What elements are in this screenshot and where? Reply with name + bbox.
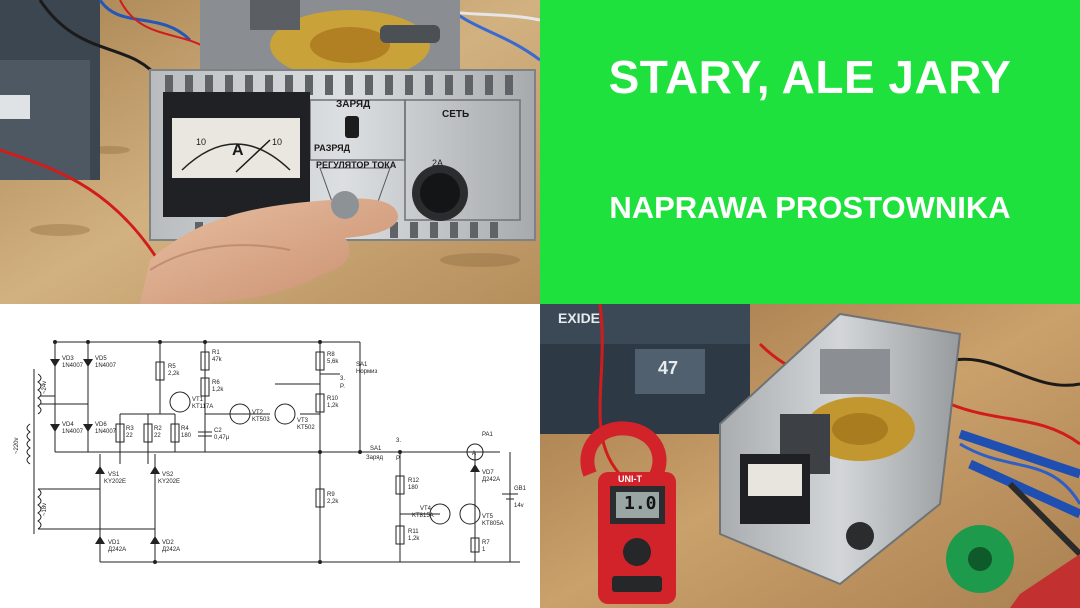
label-vd2: VD2 bbox=[162, 540, 174, 546]
label-r11: R11 bbox=[408, 529, 419, 535]
label-vs1-value: KY202E bbox=[104, 479, 126, 485]
fuse-label: 2A bbox=[432, 158, 444, 168]
title-card: STARY, ALE JARY NAPRAWA PROSTOWNIKA bbox=[540, 0, 1080, 304]
label-r10-value: 1,2k bbox=[327, 403, 339, 409]
meter-tick-right: 10 bbox=[272, 137, 283, 147]
label-sa1b-value: Заряд bbox=[366, 455, 383, 461]
label-sa1b: SA1 bbox=[370, 446, 382, 452]
label-r6-value: 1,2k bbox=[212, 387, 224, 393]
label-r6: R6 bbox=[212, 380, 220, 386]
label-vd6: VD6 bbox=[95, 422, 107, 428]
label-vd3: VD3 bbox=[62, 356, 74, 362]
label-vs2-value: KY202E bbox=[158, 479, 180, 485]
label-vt5: VT5 bbox=[482, 514, 494, 520]
charge-label: ЗАРЯД bbox=[336, 99, 371, 110]
label-gb1-value: 14v bbox=[514, 503, 524, 509]
label-vt2: VT2 bbox=[252, 410, 264, 416]
label-r7-value: 1 bbox=[482, 547, 486, 553]
repair-illustration bbox=[540, 304, 1080, 608]
label-vt3: VT3 bbox=[297, 418, 309, 424]
meter-reading: 1.0 bbox=[624, 493, 657, 514]
label-vd3-value: 1N4007 bbox=[62, 363, 84, 369]
mains-label: СЕТЬ bbox=[442, 109, 470, 120]
label-vd1: VD1 bbox=[108, 540, 120, 546]
label-vd7: VD7 bbox=[482, 470, 494, 476]
label-vt3-value: KT502 bbox=[297, 425, 315, 431]
label-220v: ~220v bbox=[14, 437, 20, 454]
label-vd6-value: 1N4007 bbox=[95, 429, 117, 435]
meter-unit-label: A bbox=[232, 142, 244, 159]
label-vt1-value: KT117A bbox=[192, 404, 213, 410]
label-gb1: GB1 bbox=[514, 486, 527, 492]
label-c2-value: 0,47µ bbox=[214, 435, 230, 441]
charger-illustration bbox=[0, 0, 540, 304]
battery-brand: EXIDE bbox=[558, 310, 601, 326]
label-r1-value: 47k bbox=[212, 357, 223, 363]
label-vt4-value: KT815A bbox=[412, 513, 434, 519]
meter-tick-left: 10 bbox=[196, 137, 207, 147]
label-r12: R12 bbox=[408, 478, 420, 484]
label-r7: R7 bbox=[482, 540, 490, 546]
label-r12-value: 180 bbox=[408, 485, 419, 491]
label-contact-3: 3. bbox=[396, 438, 401, 444]
label-vt2-value: KT503 bbox=[252, 417, 270, 423]
repair-bench-photo: EXIDE 47 1.0 UNI-T bbox=[540, 304, 1080, 608]
label-r9-value: 2,2k bbox=[327, 499, 339, 505]
label-vs2: VS2 bbox=[162, 472, 174, 478]
label-pa1-value: A bbox=[472, 451, 476, 457]
label-contact-4: P. bbox=[396, 456, 401, 462]
label-r3-value: 22 bbox=[126, 433, 133, 439]
label-contact-1: 3. bbox=[340, 376, 345, 382]
label-contact-2: P. bbox=[340, 384, 345, 390]
label-r5-value: 2,2k bbox=[168, 371, 180, 377]
label-r8-value: 5,6k bbox=[327, 359, 339, 365]
label-vd7-value: Д242A bbox=[482, 477, 500, 483]
label-vt1: VT1 bbox=[192, 397, 204, 403]
discharge-label: РАЗРЯД bbox=[314, 143, 351, 153]
label-18v: ~18v bbox=[42, 503, 48, 516]
label-24v: ~24v bbox=[42, 381, 48, 394]
label-vd4-value: 1N4007 bbox=[62, 429, 84, 435]
label-c2: C2 bbox=[214, 428, 222, 434]
label-r5: R5 bbox=[168, 364, 176, 370]
schematic-drawing: VD3 1N4007 VD5 1N4007 VD4 1N4007 VD6 1N4… bbox=[14, 340, 527, 564]
label-r8: R8 bbox=[327, 352, 335, 358]
meter-brand: UNI-T bbox=[618, 474, 642, 484]
charger-front-photo: ЗАРЯД СЕТЬ РАЗРЯД РЕГУЛЯТОР ТОКА A 10 10… bbox=[0, 0, 540, 304]
label-vs1: VS1 bbox=[108, 472, 120, 478]
label-r3: R3 bbox=[126, 426, 134, 432]
label-vd5-value: 1N4007 bbox=[95, 363, 117, 369]
label-r2: R2 bbox=[154, 426, 162, 432]
label-pa1: PA1 bbox=[482, 432, 494, 438]
label-r9: R9 bbox=[327, 492, 335, 498]
video-title: STARY, ALE JARY bbox=[608, 51, 1012, 103]
label-sa1-value: Нормиз bbox=[356, 369, 377, 375]
label-r10: R10 bbox=[327, 396, 339, 402]
label-vt5-value: KT805A bbox=[482, 521, 504, 527]
video-subtitle: NAPRAWA PROSTOWNIKA bbox=[609, 190, 1011, 225]
label-r4: R4 bbox=[181, 426, 189, 432]
label-r4-value: 180 bbox=[181, 433, 192, 439]
label-r1: R1 bbox=[212, 350, 220, 356]
label-r11-value: 1,2k bbox=[408, 536, 420, 542]
label-vd1-value: Д242A bbox=[108, 547, 126, 553]
circuit-schematic: VD3 1N4007 VD5 1N4007 VD4 1N4007 VD6 1N4… bbox=[0, 304, 540, 608]
label-r2-value: 22 bbox=[154, 433, 161, 439]
label-vd5: VD5 bbox=[95, 356, 107, 362]
label-vd4: VD4 bbox=[62, 422, 74, 428]
current-regulator-label: РЕГУЛЯТОР ТОКА bbox=[316, 160, 397, 170]
label-vd2-value: Д242A bbox=[162, 547, 180, 553]
label-sa1: SA1 bbox=[356, 362, 368, 368]
label-vt4: VT4 bbox=[420, 506, 432, 512]
battery-capacity: 47 bbox=[658, 358, 679, 378]
